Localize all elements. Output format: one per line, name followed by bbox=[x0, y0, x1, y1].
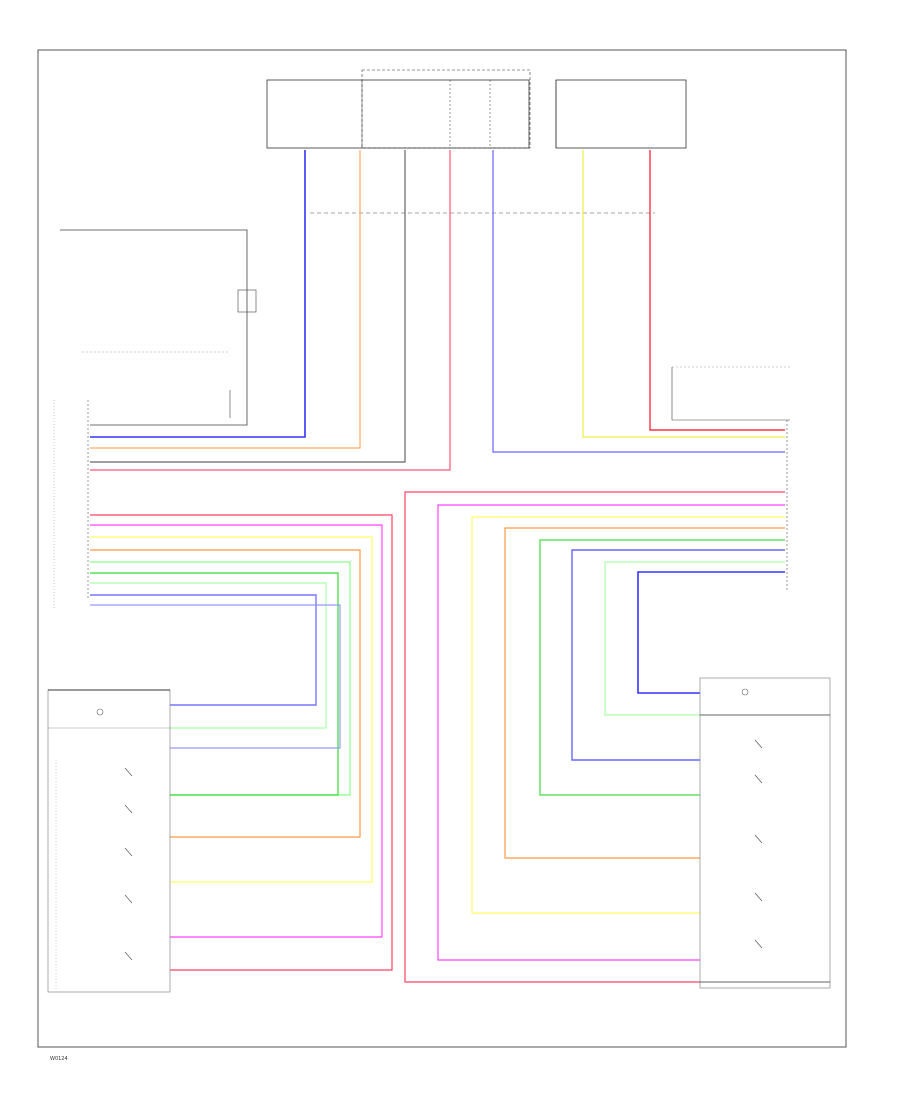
wire-yellow-right-feed bbox=[582, 150, 785, 438]
footer-code: W0124 bbox=[50, 1056, 68, 1062]
wire-yellow-right-loop bbox=[471, 516, 785, 914]
wire-lightgreen-left-loop bbox=[90, 561, 351, 796]
wire-orange-left-loop bbox=[90, 549, 361, 838]
wire-yellow-left-loop bbox=[90, 536, 373, 883]
wire-red-right-feed bbox=[649, 150, 785, 431]
right-switch-assembly bbox=[699, 677, 831, 989]
wire-palegreen-right-loop bbox=[604, 561, 785, 716]
left-connector bbox=[53, 400, 89, 610]
wire-magenta-left-loop bbox=[90, 524, 383, 938]
wire-blue-left-loop bbox=[90, 594, 317, 706]
wire-orange-right-loop bbox=[504, 527, 785, 859]
wire-blue-left-feed bbox=[90, 150, 306, 438]
wire-lightblue-left-loop bbox=[90, 604, 341, 749]
wire-orange-left-feed bbox=[90, 150, 361, 449]
wire-green-left-loop bbox=[90, 572, 339, 796]
fuse-block-left bbox=[266, 69, 531, 149]
wire-red-left-feed bbox=[90, 150, 451, 471]
wire-magenta-right-loop bbox=[437, 504, 785, 961]
wire-blue-right-feed bbox=[492, 150, 785, 453]
fuse-block-right bbox=[555, 79, 687, 149]
left-switch-assembly bbox=[47, 689, 171, 993]
wire-black-top-left bbox=[60, 229, 257, 426]
wire-blue-right-loop bbox=[571, 549, 785, 761]
ref-top-right bbox=[671, 366, 790, 421]
wire-red-right-loop bbox=[404, 491, 785, 983]
wire-green-right-loop bbox=[539, 539, 785, 796]
wire-gray-left-feed bbox=[90, 150, 406, 463]
wire-darkblue-right-loop bbox=[637, 571, 785, 694]
wire-red-left-loop bbox=[90, 514, 393, 971]
wire-palegreen-left-loop bbox=[90, 582, 327, 729]
diagram-frame bbox=[37, 49, 847, 1048]
